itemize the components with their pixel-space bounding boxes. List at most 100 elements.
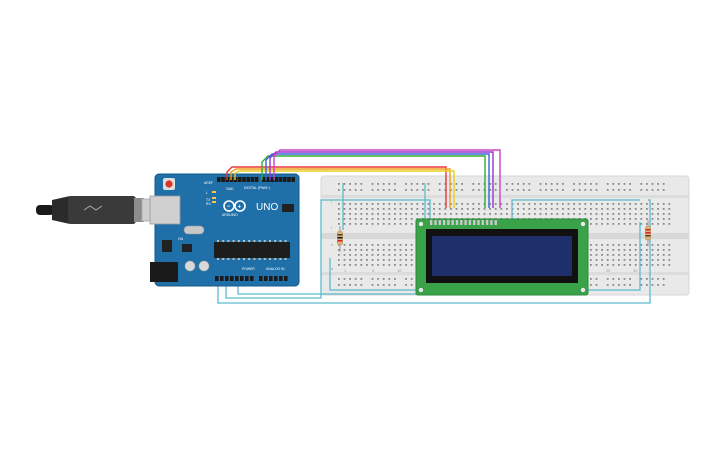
rail-hole[interactable] — [657, 278, 659, 280]
breadboard-hole[interactable] — [371, 223, 374, 225]
breadboard-hole[interactable] — [668, 223, 671, 225]
breadboard-hole[interactable] — [354, 244, 357, 246]
breadboard-hole[interactable] — [500, 208, 503, 210]
breadboard-hole[interactable] — [410, 213, 413, 215]
rail-hole[interactable] — [511, 189, 514, 191]
breadboard-hole[interactable] — [382, 203, 385, 205]
breadboard-hole[interactable] — [360, 244, 363, 246]
breadboard-hole[interactable] — [573, 208, 575, 210]
header-pin[interactable] — [269, 276, 273, 281]
breadboard-hole[interactable] — [377, 264, 379, 266]
breadboard-hole[interactable] — [455, 208, 458, 210]
rail-hole[interactable] — [651, 278, 654, 280]
breadboard-hole[interactable] — [601, 223, 603, 225]
breadboard-hole[interactable] — [618, 213, 620, 215]
breadboard-hole[interactable] — [646, 249, 648, 251]
rail-hole[interactable] — [354, 284, 357, 286]
breadboard-hole[interactable] — [668, 259, 671, 261]
lcd-module[interactable] — [415, 218, 589, 296]
breadboard-hole[interactable] — [472, 213, 475, 215]
chip-leg[interactable] — [253, 258, 256, 260]
breadboard-hole[interactable] — [545, 203, 547, 205]
header-pin[interactable] — [287, 177, 291, 182]
breadboard-hole[interactable] — [388, 249, 391, 251]
lcd-pin[interactable] — [430, 220, 433, 225]
breadboard-hole[interactable] — [338, 213, 340, 215]
breadboard-hole[interactable] — [567, 208, 570, 210]
breadboard-hole[interactable] — [349, 223, 351, 225]
rail-hole[interactable] — [349, 278, 351, 280]
header-pin[interactable] — [284, 276, 288, 281]
breadboard-hole[interactable] — [590, 223, 592, 225]
rail-hole[interactable] — [550, 189, 553, 191]
header-pin[interactable] — [259, 276, 263, 281]
breadboard-hole[interactable] — [506, 213, 508, 215]
rail-hole[interactable] — [606, 284, 609, 286]
wire-d7[interactable] — [269, 151, 494, 208]
breadboard-hole[interactable] — [343, 208, 346, 210]
breadboard-hole[interactable] — [377, 213, 379, 215]
breadboard-hole[interactable] — [618, 249, 620, 251]
breadboard-hole[interactable] — [612, 203, 615, 205]
rail-hole[interactable] — [545, 189, 547, 191]
breadboard-hole[interactable] — [657, 218, 659, 220]
breadboard-hole[interactable] — [584, 208, 587, 210]
rail-hole[interactable] — [405, 284, 407, 286]
breadboard-hole[interactable] — [522, 208, 525, 210]
rail-hole[interactable] — [640, 284, 643, 286]
breadboard-hole[interactable] — [450, 203, 452, 205]
chip-leg[interactable] — [243, 240, 245, 242]
breadboard-hole[interactable] — [466, 208, 469, 210]
breadboard-hole[interactable] — [354, 249, 357, 251]
breadboard-hole[interactable] — [349, 208, 351, 210]
breadboard-hole[interactable] — [399, 264, 402, 266]
breadboard-hole[interactable] — [382, 213, 385, 215]
breadboard-hole[interactable] — [349, 249, 351, 251]
rail-hole[interactable] — [578, 189, 581, 191]
breadboard-hole[interactable] — [354, 259, 357, 261]
breadboard-hole[interactable] — [349, 213, 351, 215]
rail-hole[interactable] — [618, 189, 620, 191]
breadboard-hole[interactable] — [478, 213, 480, 215]
rail-hole[interactable] — [612, 284, 615, 286]
breadboard-hole[interactable] — [623, 223, 626, 225]
breadboard-hole[interactable] — [360, 249, 363, 251]
rail-hole[interactable] — [416, 183, 419, 185]
lcd-pin[interactable] — [481, 220, 484, 225]
rail-hole[interactable] — [606, 183, 609, 185]
rail-hole[interactable] — [506, 189, 508, 191]
breadboard-hole[interactable] — [371, 249, 374, 251]
breadboard-hole[interactable] — [668, 218, 671, 220]
breadboard-hole[interactable] — [640, 249, 643, 251]
breadboard-hole[interactable] — [640, 208, 643, 210]
chip-leg[interactable] — [263, 240, 266, 242]
chip-leg[interactable] — [284, 258, 287, 260]
breadboard-hole[interactable] — [612, 218, 615, 220]
header-pin[interactable] — [266, 177, 270, 182]
breadboard-hole[interactable] — [634, 208, 637, 210]
rail-hole[interactable] — [338, 189, 340, 191]
breadboard-hole[interactable] — [343, 203, 346, 205]
breadboard-hole[interactable] — [606, 264, 609, 266]
breadboard-hole[interactable] — [422, 208, 424, 210]
rail-hole[interactable] — [590, 189, 592, 191]
breadboard-hole[interactable] — [657, 264, 659, 266]
breadboard-hole[interactable] — [545, 208, 547, 210]
breadboard-hole[interactable] — [422, 213, 424, 215]
rail-hole[interactable] — [422, 189, 424, 191]
rail-hole[interactable] — [640, 183, 643, 185]
rail-hole[interactable] — [438, 183, 441, 185]
breadboard-hole[interactable] — [612, 259, 615, 261]
breadboard-hole[interactable] — [410, 208, 413, 210]
breadboard-hole[interactable] — [567, 213, 570, 215]
breadboard-hole[interactable] — [623, 244, 626, 246]
rail-hole[interactable] — [349, 183, 351, 185]
breadboard-hole[interactable] — [483, 213, 486, 215]
rail-hole[interactable] — [360, 278, 363, 280]
breadboard-hole[interactable] — [623, 249, 626, 251]
power-header[interactable] — [215, 276, 288, 281]
breadboard-hole[interactable] — [640, 254, 643, 256]
rail-hole[interactable] — [405, 278, 407, 280]
rail-hole[interactable] — [472, 183, 475, 185]
breadboard-hole[interactable] — [595, 208, 598, 210]
